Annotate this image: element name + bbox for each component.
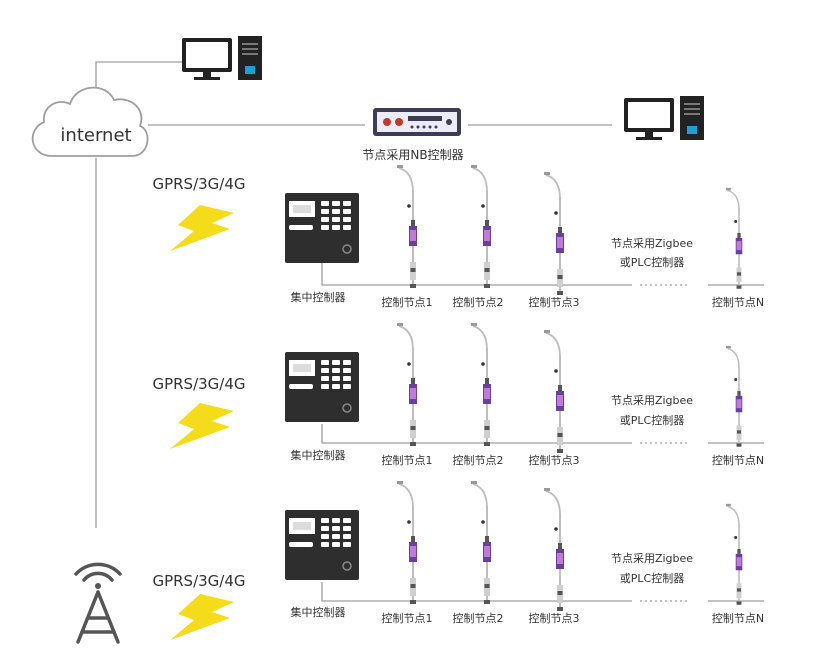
- concentrator-label: 集中控制器: [291, 290, 346, 304]
- streetlight-icon: [396, 480, 418, 605]
- concentrator-label: 集中控制器: [291, 605, 346, 619]
- node-label: 控制节点2: [453, 295, 504, 309]
- streetlight-icon: [396, 322, 418, 447]
- node-label: 控制节点1: [382, 453, 433, 467]
- concentrator-icon: [284, 192, 360, 264]
- nb-controller-label: 节点采用NB控制器: [362, 148, 463, 162]
- nb-controller-icon: [373, 108, 461, 136]
- network-label: GPRS/3G/4G: [152, 572, 245, 590]
- streetlight-icon: [470, 322, 492, 447]
- concentrator-icon: [284, 509, 360, 581]
- cell-tower-icon: [74, 562, 122, 644]
- node-label: 控制节点1: [382, 611, 433, 625]
- internet-label: internet: [60, 125, 131, 146]
- protocol-line-2: 或PLC控制器: [620, 571, 684, 585]
- row-2: GPRS/3G/4G 集中控制器 节点采用Zigbee 或PLC控制器 控制节点…: [152, 322, 764, 467]
- client-computer-icon: [624, 96, 704, 140]
- protocol-line-2: 或PLC控制器: [620, 255, 684, 269]
- streetlight-icon: [725, 503, 744, 606]
- node-label: 控制节点2: [453, 611, 504, 625]
- protocol-line-2: 或PLC控制器: [620, 413, 684, 427]
- protocol-line-1: 节点采用Zigbee: [611, 394, 693, 407]
- protocol-line-1: 节点采用Zigbee: [611, 237, 693, 250]
- streetlight-icon: [725, 345, 744, 448]
- row-1: GPRS/3G/4G 集中控制器 节点采用Zigbee 或PLC控制器 控制节点…: [152, 164, 764, 309]
- streetlight-icon: [470, 164, 492, 289]
- node-label: 控制节点2: [453, 453, 504, 467]
- node-label: 控制节点3: [529, 295, 580, 309]
- concentrator-label: 集中控制器: [291, 448, 346, 462]
- streetlight-icon: [543, 329, 565, 454]
- node-label: 控制节点N: [712, 295, 764, 309]
- node-label: 控制节点N: [712, 453, 764, 467]
- streetlight-icon: [470, 480, 492, 605]
- network-label: GPRS/3G/4G: [152, 175, 245, 193]
- concentrator-icon: [284, 351, 360, 423]
- streetlight-icon: [543, 487, 565, 612]
- node-label: 控制节点N: [712, 611, 764, 625]
- server-computer-icon: [182, 36, 262, 80]
- node-label: 控制节点3: [529, 611, 580, 625]
- cloud-icon: internet: [31, 86, 149, 157]
- lightning-icon: [170, 403, 234, 449]
- streetlight-icon: [725, 187, 744, 290]
- network-label: GPRS/3G/4G: [152, 375, 245, 393]
- streetlight-icon: [543, 171, 565, 296]
- row-3: GPRS/3G/4G 集中控制器 节点采用Zigbee 或PLC控制器 控制节点…: [152, 480, 764, 640]
- streetlight-icon: [396, 164, 418, 289]
- node-label: 控制节点1: [382, 295, 433, 309]
- lightning-icon: [170, 205, 234, 251]
- node-label: 控制节点3: [529, 453, 580, 467]
- backbone-lines: [95, 61, 612, 528]
- lightning-icon: [170, 594, 234, 640]
- protocol-line-1: 节点采用Zigbee: [611, 552, 693, 565]
